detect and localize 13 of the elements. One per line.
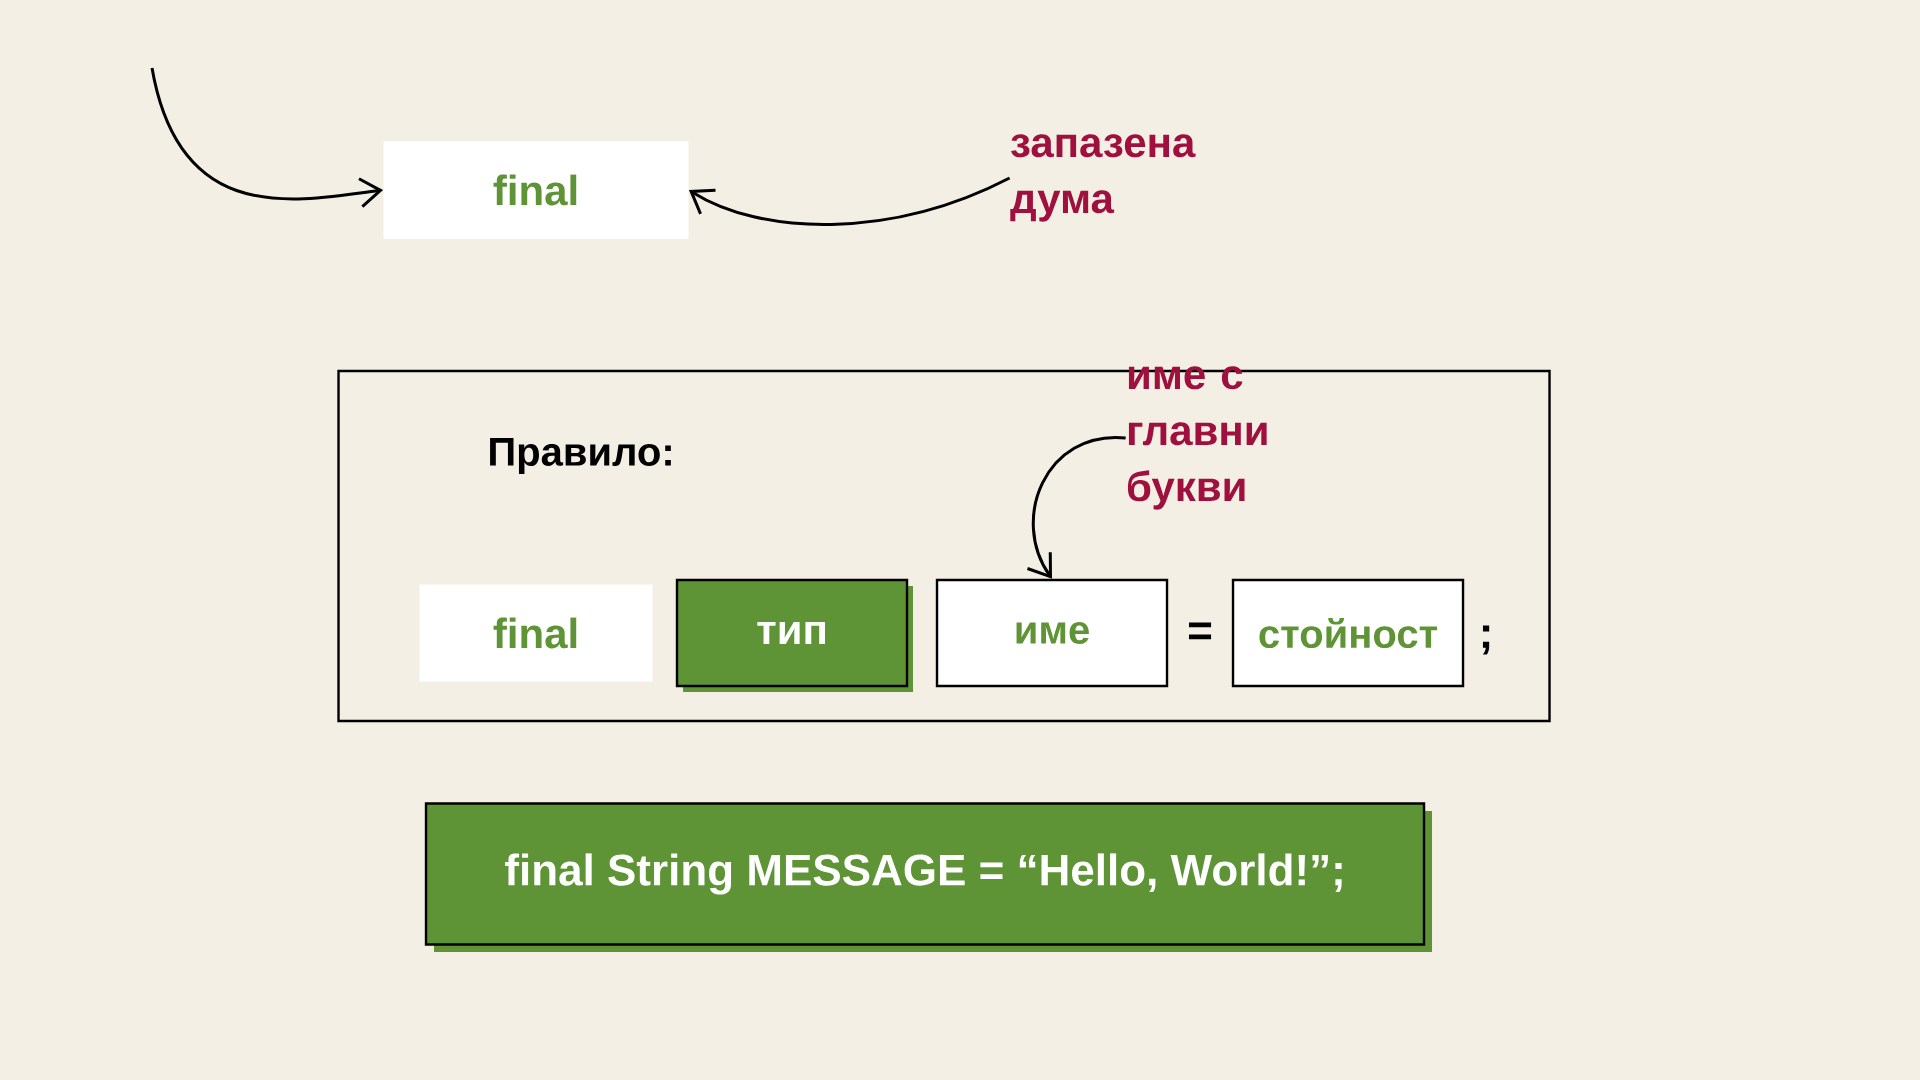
keyword-box: final [383,141,689,239]
code-box: final String MESSAGE = “Hello, World!”; [424,802,1432,952]
heading: Правило: [490,438,671,474]
arrow [688,176,1011,226]
arrow [150,67,384,208]
arrow [1026,436,1126,579]
keyword-box: final [419,584,653,682]
code-symbol: = [1189,622,1212,640]
annotation-text: запазена дума [1010,134,1196,222]
annotation-text: име с главни букви [1127,366,1267,510]
value-box: име [935,578,1169,688]
type-box: тип [675,578,913,692]
value-box: стойност [1231,578,1465,688]
